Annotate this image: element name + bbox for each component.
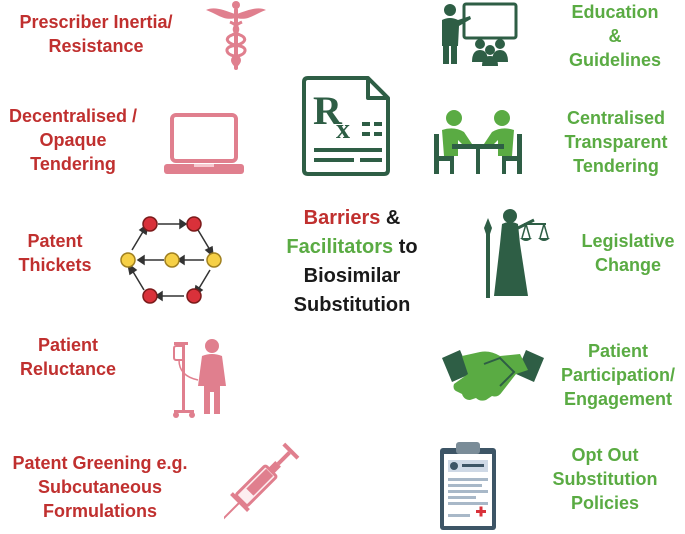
barrier-label-patent-greening: Patent Greening e.g. Subcutaneous Formul… — [12, 453, 188, 521]
barrier-label-patent-thickets: Patent Thickets — [18, 231, 92, 275]
handshake-icon — [442, 350, 544, 401]
teacher-icon — [442, 2, 518, 66]
meeting-icon — [434, 110, 522, 174]
lady-justice-icon — [484, 209, 550, 298]
barrier-label-prescriber-inertia: Prescriber Inertia/ Resistance — [19, 12, 173, 56]
facilitator-label-opt-out-policies: Opt Out Substitution Policies — [552, 445, 658, 513]
center-line-biosimilar: Biosimilar — [303, 265, 401, 287]
laptop-icon — [164, 113, 244, 174]
patient-iv-icon — [173, 339, 226, 418]
barriers-word: Barriers — [303, 207, 381, 229]
barrier-label-patient-reluctance: Patient Reluctance — [19, 335, 117, 379]
facilitator-label-legislative-change: Legislative Change — [581, 231, 675, 275]
center-line-substitution: Substitution — [293, 294, 411, 316]
clipboard-icon — [440, 442, 496, 530]
facilitator-label-patient-participation: Patient Participation/ Engagement — [560, 341, 676, 409]
syringe-icon — [224, 442, 300, 520]
facilitator-label-centralised-tendering: Centralised Transparent Tendering — [564, 108, 668, 176]
facilitator-label-education: Education & Guidelines — [568, 2, 662, 70]
rx-symbol: R — [313, 88, 343, 133]
barrier-label-decentralised-tendering: Decentralised / Opaque Tendering — [8, 106, 138, 174]
to-word: to — [398, 236, 418, 258]
facilitators-word: Facilitators — [286, 236, 394, 258]
patent-network-icon — [120, 216, 222, 304]
center-title: Barriers & Facilitators to Biosimilar Su… — [268, 204, 436, 320]
caduceus-icon — [206, 1, 266, 70]
prescription-icon: R x — [302, 76, 390, 176]
rx-subscript: x — [336, 114, 350, 145]
ampersand: & — [385, 207, 401, 229]
